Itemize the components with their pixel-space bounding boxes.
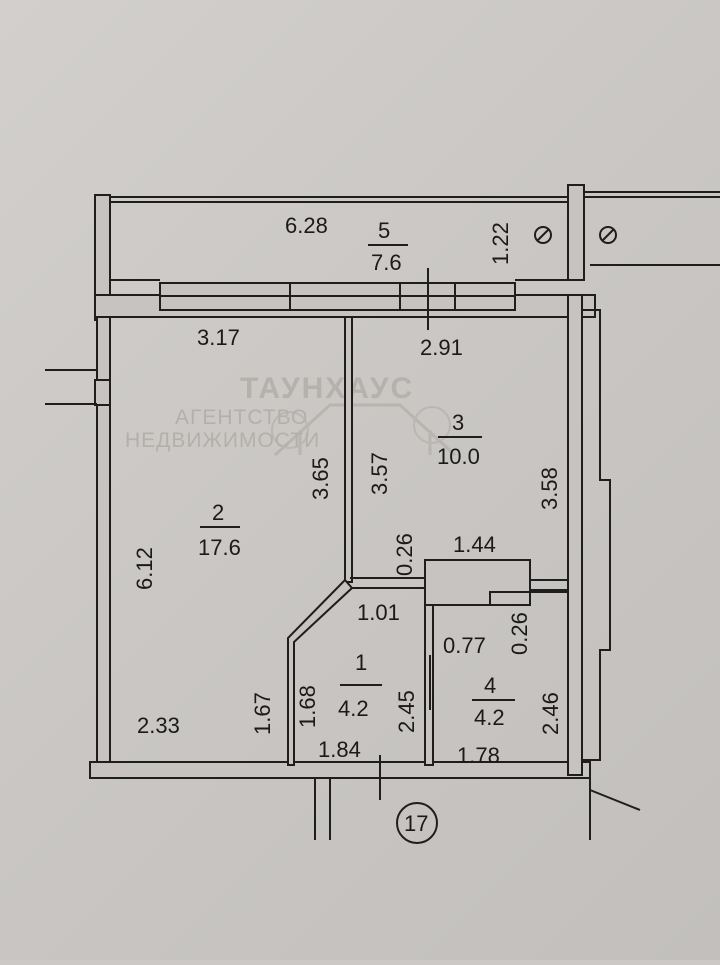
svg-text:1.84: 1.84 [318, 737, 361, 762]
svg-text:3.57: 3.57 [367, 452, 392, 495]
svg-text:2.46: 2.46 [538, 692, 563, 735]
watermark-tree-icon [413, 406, 451, 444]
svg-text:2: 2 [212, 500, 224, 525]
svg-text:2.33: 2.33 [137, 713, 180, 738]
svg-text:1.01: 1.01 [357, 600, 400, 625]
svg-text:3.58: 3.58 [537, 467, 562, 510]
svg-text:1.78: 1.78 [457, 743, 500, 768]
room-5-label: 5 7.6 [368, 218, 408, 275]
svg-text:6.28: 6.28 [285, 213, 328, 238]
svg-text:3: 3 [452, 410, 464, 435]
agency-watermark: ТАУНХАУС АГЕНТСТВО НЕДВИЖИМОСТИ [125, 372, 457, 457]
svg-text:1: 1 [355, 650, 367, 675]
svg-text:3.65: 3.65 [308, 457, 333, 500]
room-4-label: 4 4.2 [472, 673, 515, 730]
watermark-subtitle: АГЕНТСТВО [175, 406, 308, 429]
apartment-number-badge: 17 [396, 802, 438, 844]
svg-text:1.68: 1.68 [295, 685, 320, 728]
svg-text:1.44: 1.44 [453, 532, 496, 557]
svg-text:4.2: 4.2 [338, 696, 369, 721]
watermark-tree-icon [271, 411, 309, 449]
svg-text:10.0: 10.0 [437, 444, 480, 469]
svg-text:2.91: 2.91 [420, 335, 463, 360]
svg-text:4: 4 [484, 673, 496, 698]
svg-text:1.22: 1.22 [488, 222, 513, 265]
svg-text:0.77: 0.77 [443, 633, 486, 658]
svg-text:5: 5 [378, 218, 390, 243]
room-3-label: 3 10.0 [437, 410, 482, 469]
svg-text:3.17: 3.17 [197, 325, 240, 350]
svg-text:2.45: 2.45 [394, 690, 419, 733]
svg-text:1.67: 1.67 [250, 692, 275, 735]
watermark-subtitle-2: НЕДВИЖИМОСТИ [125, 429, 320, 452]
vent-symbol [534, 226, 617, 244]
balcony-walls [94, 184, 720, 330]
svg-text:17.6: 17.6 [198, 535, 241, 560]
room-1-label: 1 4.2 [338, 650, 382, 721]
svg-text:6.12: 6.12 [132, 547, 157, 590]
svg-text:0.26: 0.26 [392, 533, 417, 576]
svg-text:0.26: 0.26 [507, 612, 532, 655]
room-2-label: 2 17.6 [198, 500, 241, 560]
apartment-walls [45, 294, 641, 840]
watermark-title: ТАУНХАУС [240, 372, 414, 405]
svg-text:17: 17 [404, 811, 428, 836]
svg-text:7.6: 7.6 [371, 250, 402, 275]
svg-text:4.2: 4.2 [474, 705, 505, 730]
dimension-labels: 6.28 1.22 3.17 2.91 6.12 3.65 3.57 3.58 … [132, 213, 563, 768]
